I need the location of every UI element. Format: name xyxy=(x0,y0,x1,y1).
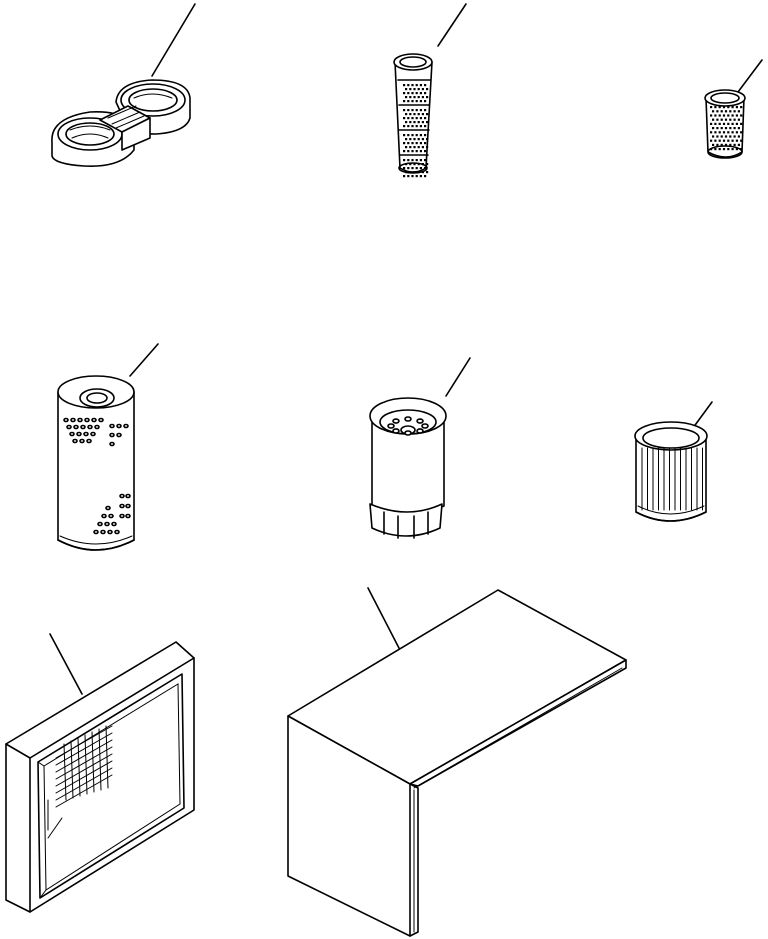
perforated-strainer-part xyxy=(393,3,467,178)
folded-panel-filter-part xyxy=(287,587,627,937)
framed-screen-filter-part xyxy=(5,633,195,913)
pleated-element-part xyxy=(634,401,713,522)
leader-line-p1 xyxy=(151,3,196,77)
spacer-bracket-part xyxy=(51,3,196,167)
spin-on-filter-part xyxy=(369,357,471,539)
leader-line-p5 xyxy=(445,357,471,397)
leader-line-p7 xyxy=(49,633,83,695)
leader-line-p4 xyxy=(129,343,159,377)
leader-line-p3 xyxy=(737,59,763,93)
mesh-strainer-part xyxy=(704,59,763,159)
cartridge-filter-part xyxy=(57,343,159,551)
leader-line-p2 xyxy=(437,3,467,47)
leader-line-p8 xyxy=(367,587,401,651)
